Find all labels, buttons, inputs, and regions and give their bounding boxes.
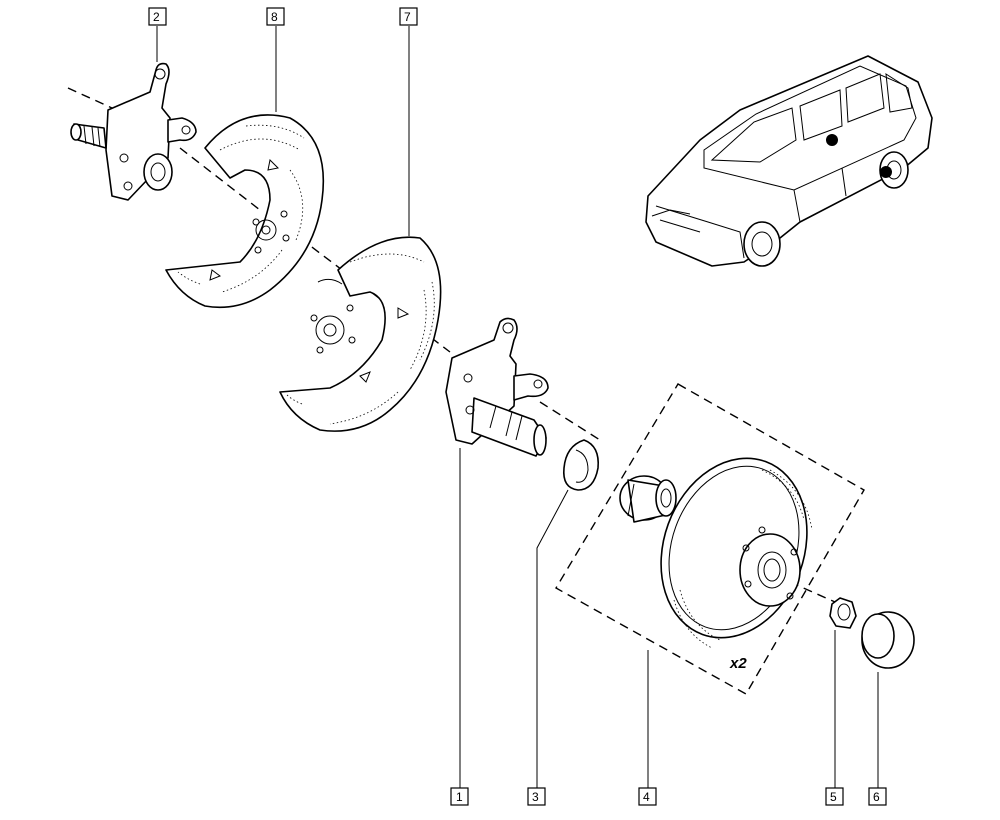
callout-7: 7: [399, 7, 418, 26]
callout-8: 8: [266, 7, 285, 26]
hub-nut: [829, 597, 857, 629]
callout-2: 2: [148, 7, 167, 26]
brake-backing-plate-small: [165, 114, 325, 309]
svg-text:2: 2: [153, 10, 160, 24]
stub-axle-carrier-upper: [70, 62, 197, 201]
leader-lines: [156, 26, 879, 788]
svg-text:5: 5: [830, 790, 837, 804]
svg-text:4: 4: [643, 790, 650, 804]
callout-4: 4: [638, 787, 657, 806]
callout-1: 1: [450, 787, 469, 806]
callout-5: 5: [825, 787, 844, 806]
svg-text:8: 8: [271, 10, 278, 24]
kit-frame: [555, 383, 865, 695]
wheel-bearing: [619, 475, 677, 523]
brake-backing-plate-large: [279, 236, 442, 432]
svg-text:7: 7: [404, 10, 411, 24]
svg-text:3: 3: [532, 790, 539, 804]
stub-axle-carrier-main: [445, 317, 549, 457]
kit-quantity-label: x2: [729, 655, 747, 672]
callout-3: 3: [527, 787, 546, 806]
svg-text:6: 6: [873, 790, 880, 804]
vehicle-illustration: [645, 55, 933, 267]
brake-disc-hub: [660, 457, 813, 649]
callout-6: 6: [868, 787, 887, 806]
circlip: [562, 439, 600, 491]
svg-text:1: 1: [456, 790, 463, 804]
hub-cap: [861, 611, 915, 669]
